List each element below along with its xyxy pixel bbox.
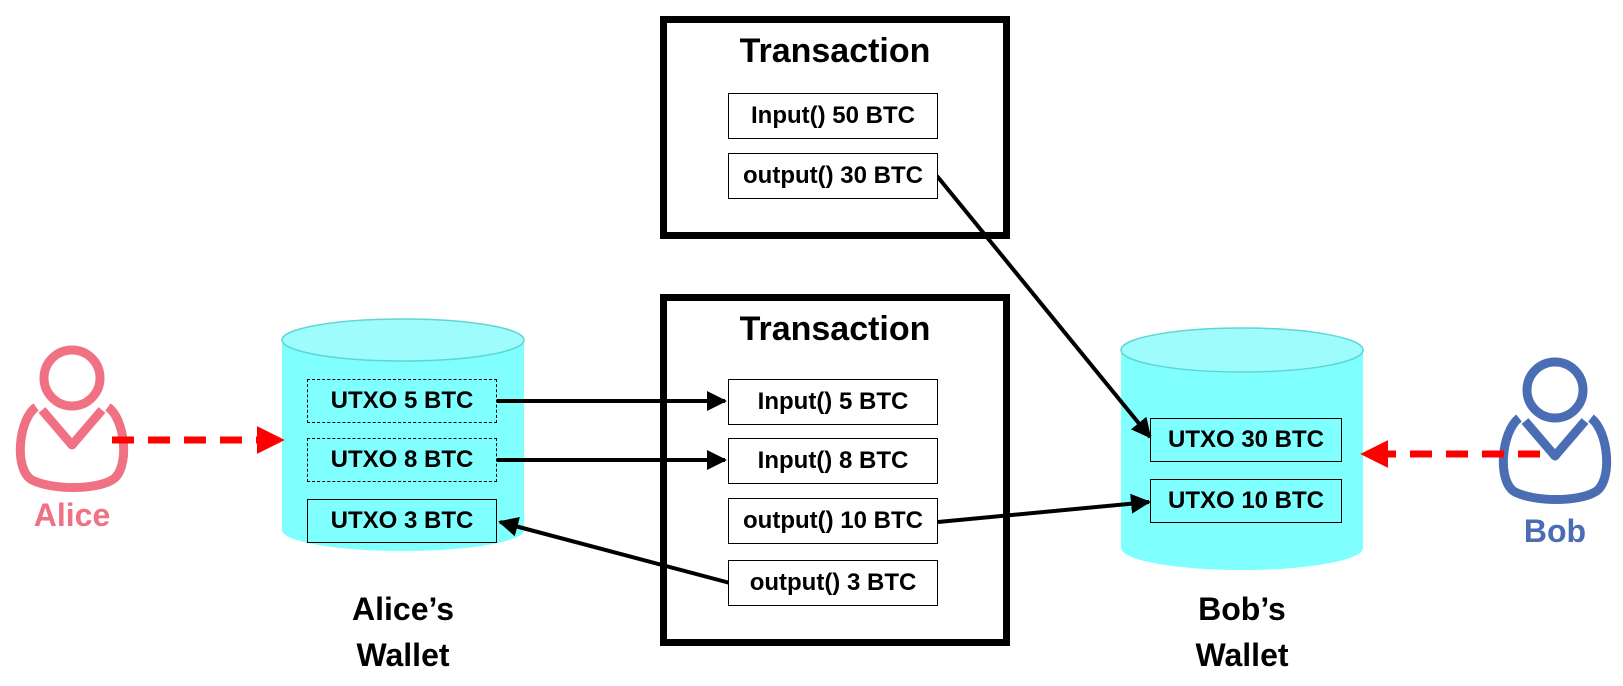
bob-wallet-label-line1: Bob’s [1198, 591, 1286, 627]
transaction-top-frame: Transaction [660, 16, 1010, 239]
alice-wallet-label-line1: Alice’s [352, 591, 454, 627]
bob-wallet-label-line2: Wallet [1195, 637, 1289, 673]
tx-bottom-input-5: Input() 5 BTC [728, 379, 938, 425]
bob-utxo-10: UTXO 10 BTC [1150, 479, 1342, 523]
alice-utxo-3: UTXO 3 BTC [307, 499, 497, 543]
tx-bottom-output-10: output() 10 BTC [728, 498, 938, 544]
bob-label: Bob [1523, 513, 1587, 549]
transaction-bottom-frame: Transaction [660, 294, 1010, 646]
bob-wallet-cylinder [1120, 327, 1364, 570]
bob-person-icon [1498, 357, 1612, 504]
output10-to-utxo10-arrow [937, 493, 1151, 524]
alice-wallet-label: Alice’s Wallet [283, 586, 523, 678]
bob-wallet-label: Bob’s Wallet [1122, 586, 1362, 678]
alice-wallet-cylinder [281, 318, 525, 551]
tx-top-input-50: Input() 50 BTC [728, 93, 938, 139]
output3-to-utxo3-arrow [498, 516, 731, 585]
alice-utxo-5: UTXO 5 BTC [307, 379, 497, 423]
transaction-bottom-title: Transaction [739, 310, 931, 348]
tx-bottom-input-8: Input() 8 BTC [728, 438, 938, 484]
tx-top-output-30: output() 30 BTC [728, 153, 938, 199]
output30-to-utxo30-arrow [935, 174, 1152, 439]
alice-label: Alice [33, 497, 111, 533]
bob-utxo-30: UTXO 30 BTC [1150, 418, 1342, 462]
transaction-top-title: Transaction [739, 32, 931, 70]
tx-bottom-output-3: output() 3 BTC [728, 560, 938, 606]
alice-utxo-8: UTXO 8 BTC [307, 438, 497, 482]
alice-wallet-label-line2: Wallet [356, 637, 450, 673]
alice-person-icon [15, 345, 129, 492]
